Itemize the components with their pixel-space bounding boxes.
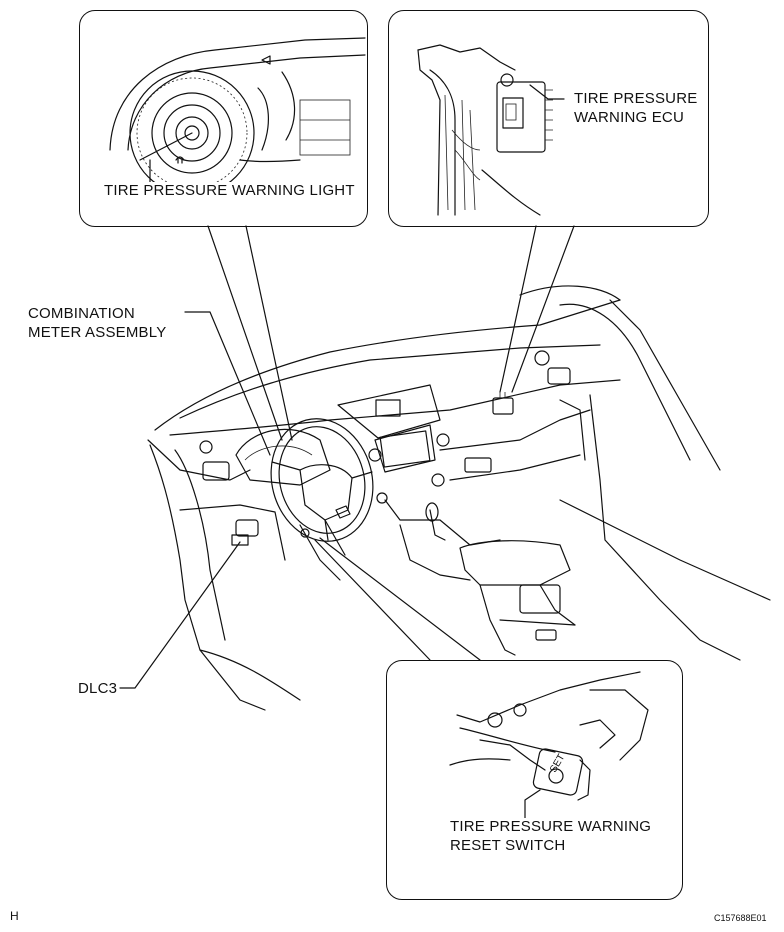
reset-switch-label-line2: RESET SWITCH <box>448 837 568 855</box>
page-letter: H <box>10 909 19 923</box>
meter-detail-drawing <box>109 37 366 196</box>
leader-lines <box>207 225 575 661</box>
warning-light-callout-box <box>79 10 368 227</box>
ecu-label-line2: WARNING ECU <box>572 109 686 127</box>
figure-code: C157688E01 <box>714 913 767 923</box>
ecu-callout-box <box>388 10 709 227</box>
reset-switch-callout-box <box>386 660 683 900</box>
combination-meter-label-line2: METER ASSEMBLY <box>26 324 169 342</box>
reset-switch-detail-drawing <box>449 671 649 801</box>
combination-meter-label-line1: COMBINATION <box>26 305 137 323</box>
car-interior-drawing <box>147 285 771 711</box>
dlc3-label: DLC3 <box>76 680 120 698</box>
ecu-detail-drawing <box>417 44 553 216</box>
warning-light-label: TIRE PRESSURE WARNING LIGHT <box>102 182 357 200</box>
ecu-label-line1: TIRE PRESSURE <box>572 90 700 108</box>
reset-switch-label-line1: TIRE PRESSURE WARNING <box>448 818 654 836</box>
